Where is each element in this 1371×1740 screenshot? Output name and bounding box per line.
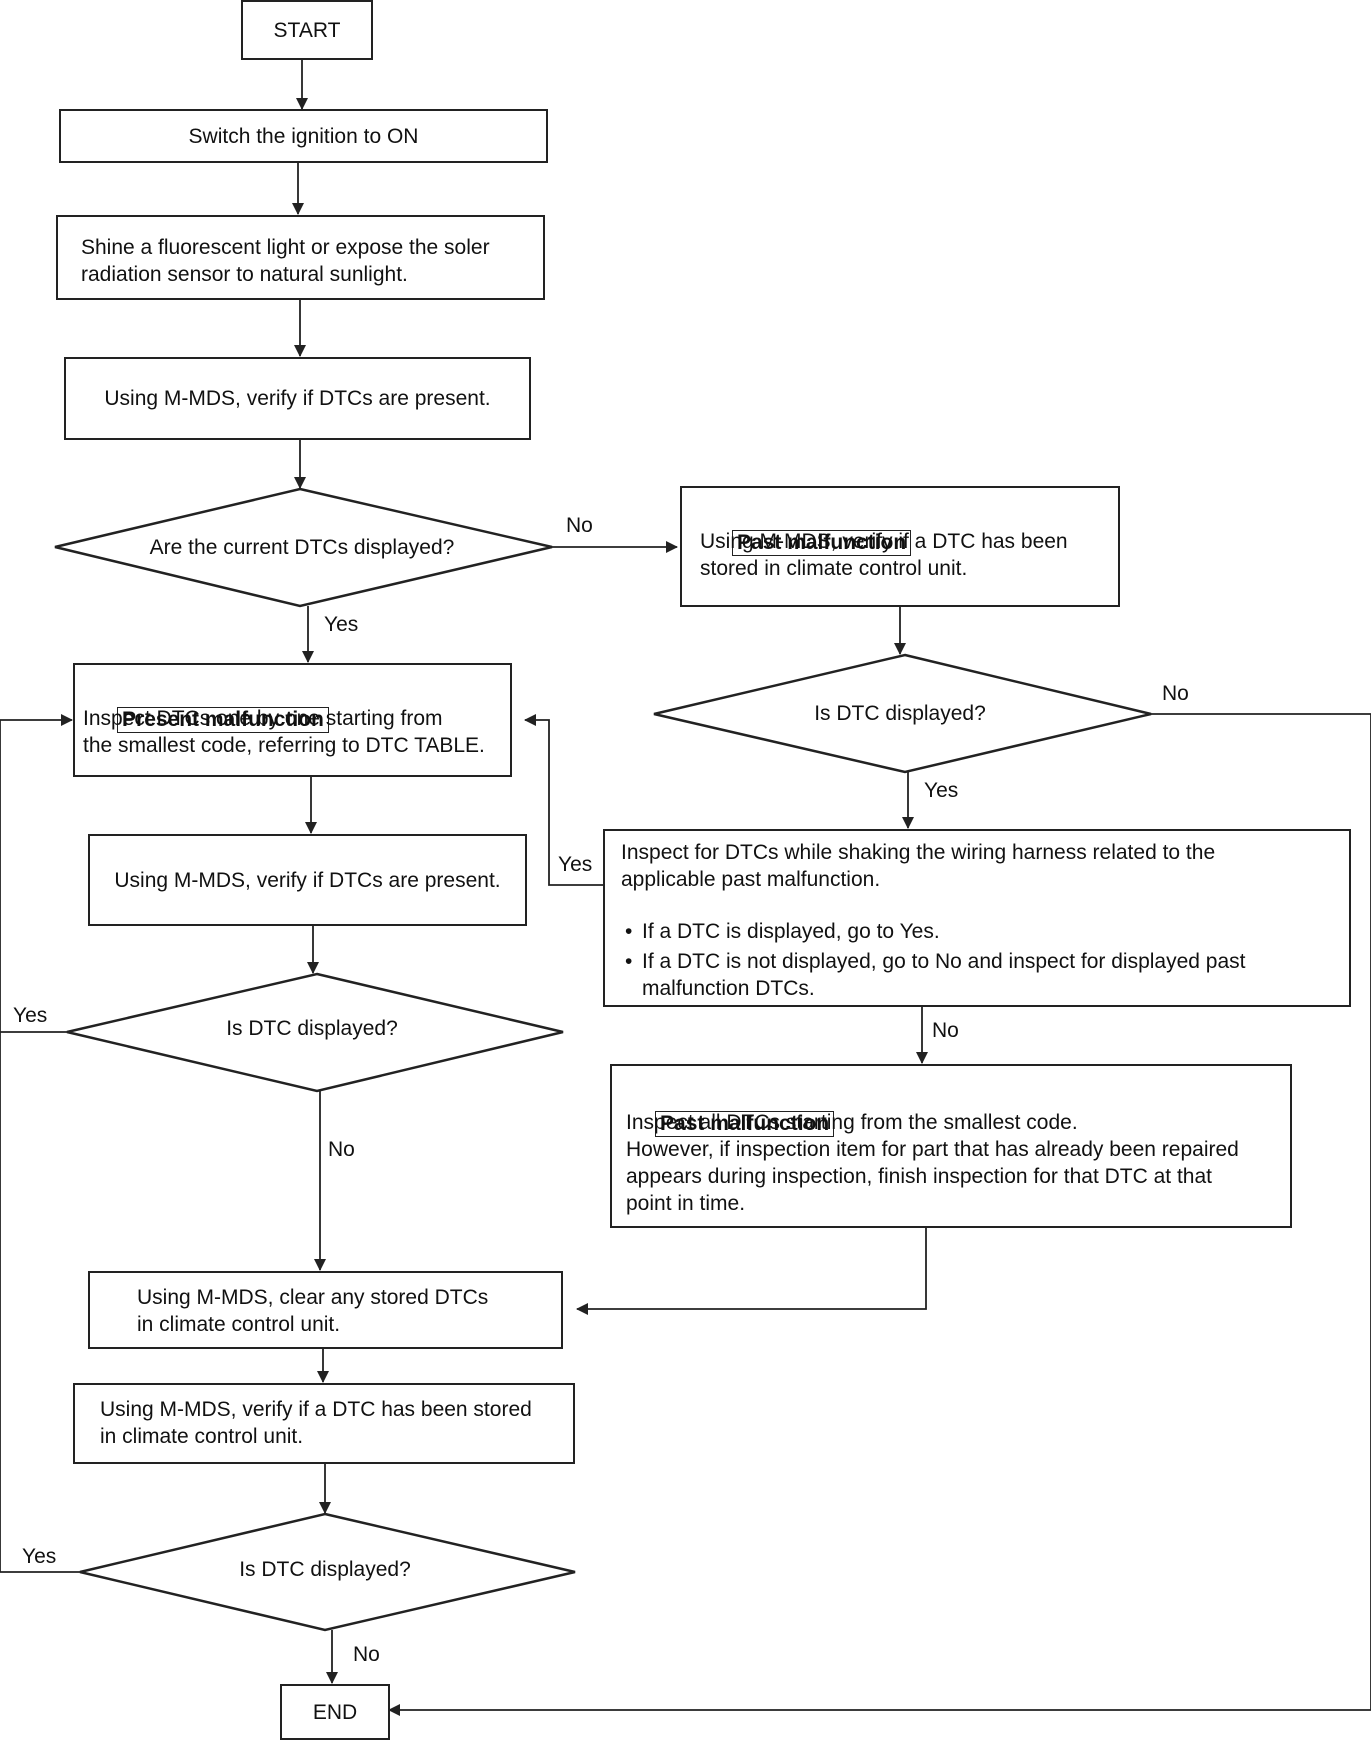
shine-label: Shine a fluorescent light or expose the … [81,236,490,286]
decision-present-dtc-label: Is DTC displayed? [226,1017,398,1040]
label-yes-shake: Yes [558,853,593,876]
start-box: START [241,0,373,60]
ignition-label: Switch the ignition to ON [188,125,419,148]
shake-bullet-1-marker: • [625,920,633,943]
arrow-shake-present [524,714,604,886]
verify1-label: Using M-MDS, verify if DTCs are present. [104,387,491,410]
label-no-present: No [328,1138,355,1161]
arrow-loop-yes-2 [0,1032,80,1573]
verify3-label: Using M-MDS, verify if a DTC has been st… [100,1398,532,1448]
end-box: END [280,1684,390,1740]
label-yes-current: Yes [324,613,359,636]
arrow-no-end [388,713,1371,1716]
label-yes-final: Yes [22,1545,57,1568]
past-malfunction-content-2: Past malfunction [620,1083,835,1164]
shake-bullet-2-marker: • [625,950,633,973]
label-yes-present: Yes [13,1004,48,1027]
label-no-shake: No [932,1019,959,1042]
label-no-final: No [353,1643,380,1666]
decision-final-dtc-label: Is DTC displayed? [239,1558,411,1581]
past-malfunction-tag-2: Past malfunction [655,1111,835,1137]
clear-dtcs-box: Using M-MDS, clear any stored DTCs in cl… [88,1271,563,1349]
arrow-past2-clear [576,1227,927,1315]
shake-bullet-1: If a DTC is displayed, go to Yes. [642,920,940,943]
decision-past-dtc-label: Is DTC displayed? [814,702,986,725]
past-malfunction-tag-1: Past malfunction [732,530,912,556]
decision-final-dtc-shape [79,1512,576,1632]
shake-bullet-2: If a DTC is not displayed, go to No and … [642,950,1246,1000]
shake-inspection-text: Inspect for DTCs while shaking the wirin… [621,841,1216,891]
present-malfunction-box: Present malfunction Inspect DTCs one by … [73,663,512,777]
label-no-past: No [1162,682,1189,705]
present-malfunction-tag: Present malfunction [117,707,329,733]
ignition-box: Switch the ignition to ON [59,109,548,163]
verify2-box: Using M-MDS, verify if DTCs are present. [88,834,527,926]
verify1-box: Using M-MDS, verify if DTCs are present. [64,357,531,440]
verify3-box: Using M-MDS, verify if a DTC has been st… [73,1383,575,1464]
present-malfunction-text: Inspect DTCs one by one starting from th… [83,707,485,757]
verify2-label: Using M-MDS, verify if DTCs are present. [114,869,501,892]
decision-past-dtc-shape [653,653,1152,774]
decision-current-dtcs-shape [54,487,553,608]
label-no-current: No [566,514,593,537]
label-yes-past: Yes [924,779,959,802]
past-malfunction-box-1: Past malfunction Using M-MDS, verify if … [680,486,1120,607]
shine-box: Shine a fluorescent light or expose the … [56,215,545,300]
shake-inspection-box: Inspect for DTCs while shaking the wirin… [603,829,1351,1007]
decision-current-dtcs-label: Are the current DTCs displayed? [149,536,455,559]
present-malfunction-content: Present malfunction [82,679,329,760]
past-malfunction-text-1: Using M-MDS, verify if a DTC has been st… [700,530,1068,580]
start-label: START [273,19,341,42]
past-malfunction-box-2: Past malfunction Inspect all DTCs starti… [610,1064,1292,1228]
arrow-loop-yes-1 [0,714,73,1033]
past-malfunction-text-2: Inspect all DTCs starting from the small… [626,1111,1239,1215]
clear-dtcs-label: Using M-MDS, clear any stored DTCs in cl… [137,1286,489,1336]
decision-present-dtc-shape [66,972,564,1093]
past-malfunction-content-1: Past malfunction [697,502,912,583]
end-label: END [312,1701,358,1724]
